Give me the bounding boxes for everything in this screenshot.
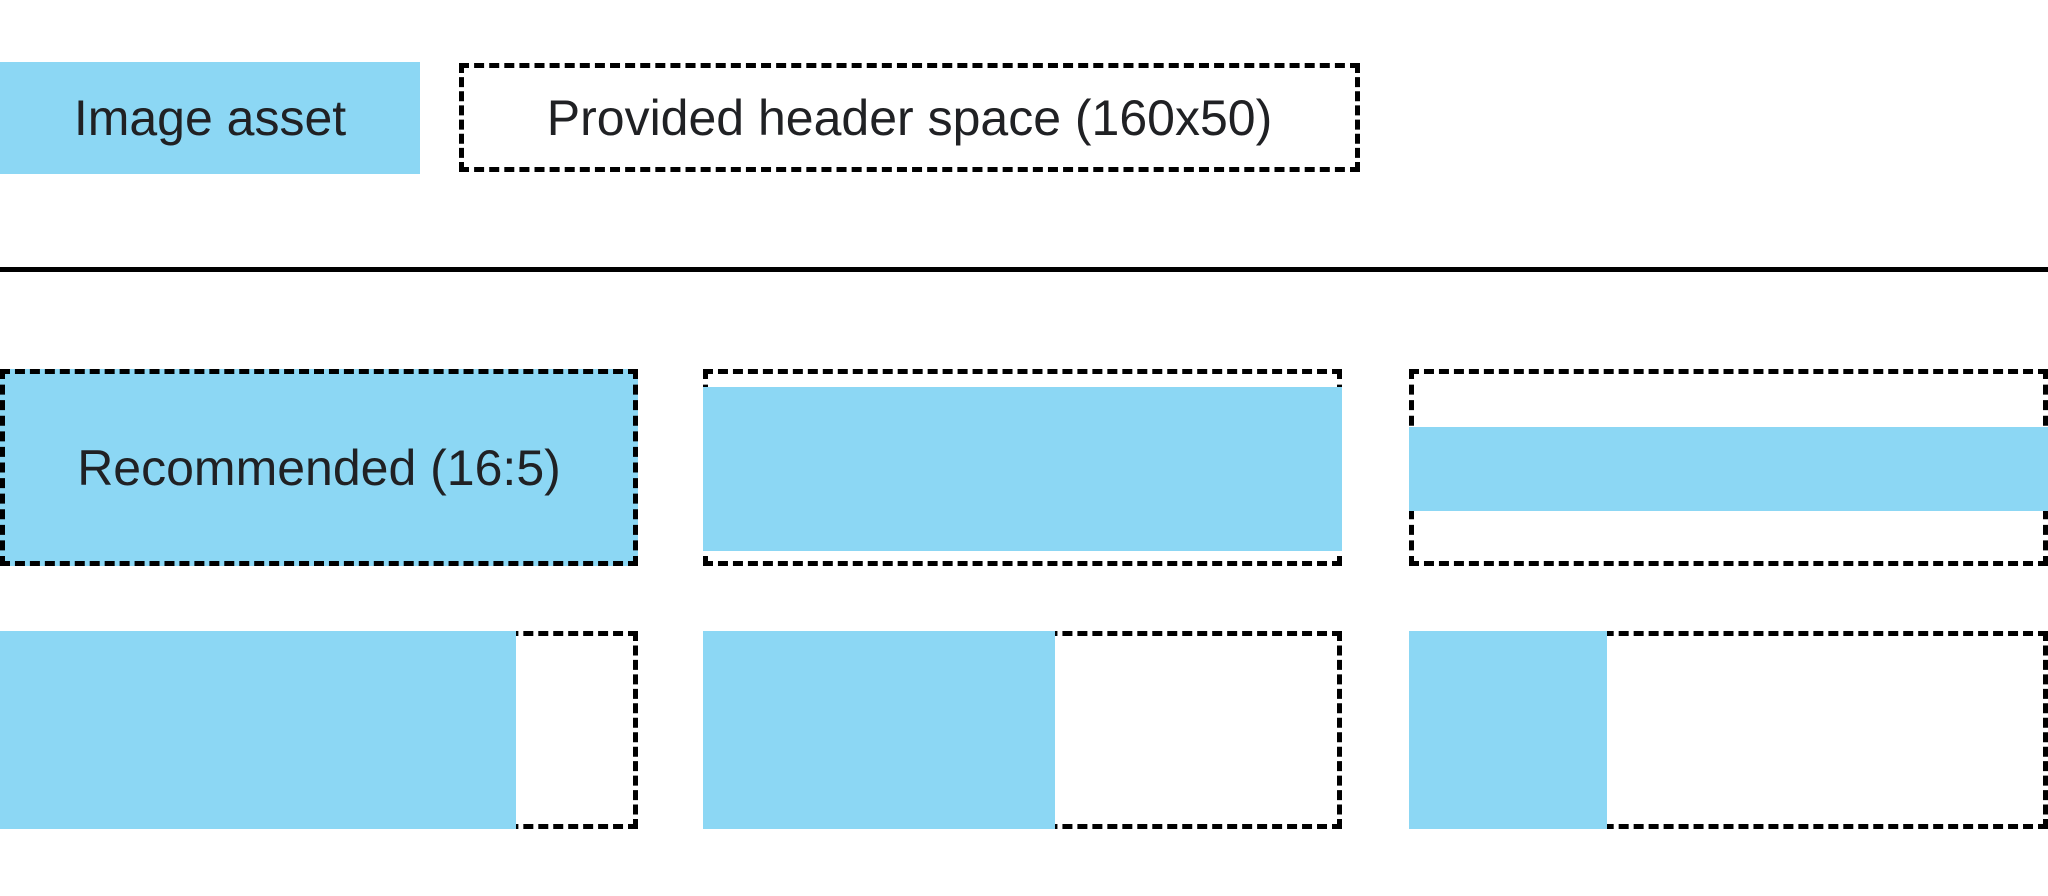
legend-image-asset-swatch: Image asset xyxy=(0,62,420,174)
legend-provided-space-label: Provided header space (160x50) xyxy=(546,89,1273,146)
legend-provided-space-box: Provided header space (160x50) xyxy=(459,63,1360,172)
example-very-wide-ratio-box xyxy=(1409,369,2048,566)
image-asset-fill xyxy=(0,631,516,829)
legend-image-asset-label: Image asset xyxy=(73,90,347,146)
image-asset-fill xyxy=(1409,631,1607,829)
example-tall-ratio-box xyxy=(0,631,638,829)
example-taller-ratio-box xyxy=(703,631,1342,829)
example-wide-ratio-box xyxy=(703,369,1342,566)
image-asset-fill xyxy=(703,631,1055,829)
image-asset-fill xyxy=(1409,427,2048,511)
image-asset-fill xyxy=(703,387,1342,551)
example-recommended-16-5: Recommended (16:5) xyxy=(0,369,638,566)
divider-line xyxy=(0,267,2048,272)
example-square-ratio-box xyxy=(1409,631,2048,829)
example-recommended-label: Recommended (16:5) xyxy=(77,439,561,496)
